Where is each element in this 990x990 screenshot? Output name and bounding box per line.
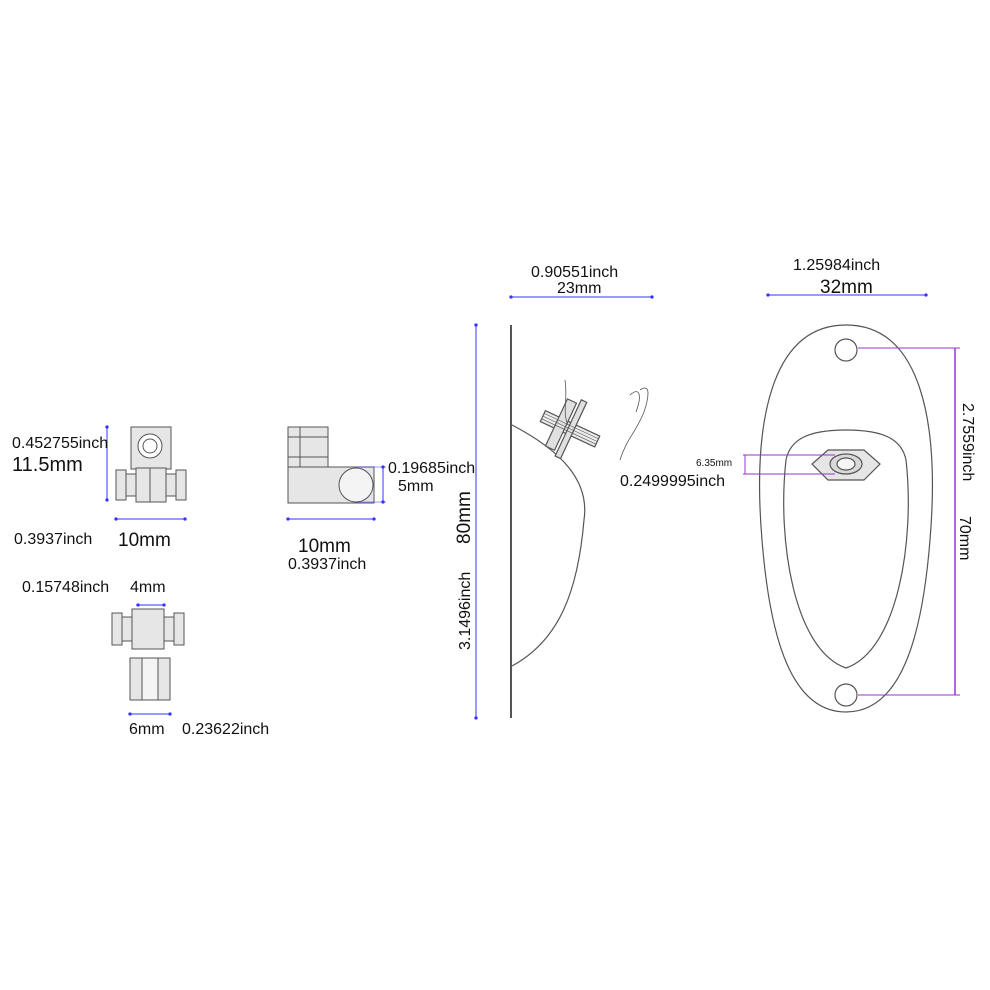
plate-width-mm-label: 32mm	[820, 277, 873, 298]
jack-side-dimensions	[286, 465, 386, 521]
plate-profile-dimensions	[474, 295, 654, 720]
plate-profile-view	[510, 325, 649, 718]
plate-spacing-inch-label: 2.7559inch	[959, 403, 976, 482]
side-width-mm-label: 10mm	[298, 536, 351, 557]
profile-width-inch-label: 0.90551inch	[531, 264, 619, 281]
jack-width-mm-label: 10mm	[118, 530, 171, 551]
profile-height-inch-label: 3.1496inch	[457, 571, 474, 650]
side-width-inch-label: 0.3937inch	[288, 556, 367, 573]
hole-inch-label: 0.2499995inch	[620, 473, 725, 490]
plate-width-inch-label: 1.25984inch	[793, 257, 881, 274]
plate-front-view	[759, 324, 933, 713]
side-height-inch-label: 0.19685inch	[388, 460, 476, 477]
plate-spacing-mm-label: 70mm	[956, 516, 973, 561]
top-width-mm-label: 4mm	[130, 579, 166, 596]
jack-front-dimensions	[105, 425, 187, 521]
jack-width-inch-label: 0.3937inch	[14, 531, 93, 548]
jack-top-view	[111, 608, 185, 701]
hole-mm-label: 6.35mm	[696, 458, 733, 469]
jack-side-view	[287, 426, 375, 504]
profile-width-mm-label: 23mm	[557, 280, 602, 297]
profile-height-mm-label: 80mm	[454, 491, 475, 544]
plate-front-dimensions	[743, 293, 960, 696]
jack-front-view	[115, 426, 187, 503]
jack-top-dimensions	[128, 603, 172, 716]
bottom-width-mm-label: 6mm	[129, 721, 165, 738]
jack-height-mm-label: 11.5mm	[12, 454, 83, 476]
side-height-mm-label: 5mm	[398, 478, 434, 495]
bottom-width-inch-label: 0.23622inch	[182, 721, 270, 738]
top-width-inch-label: 0.15748inch	[22, 579, 110, 596]
jack-height-inch-label: 0.452755inch	[12, 435, 109, 452]
